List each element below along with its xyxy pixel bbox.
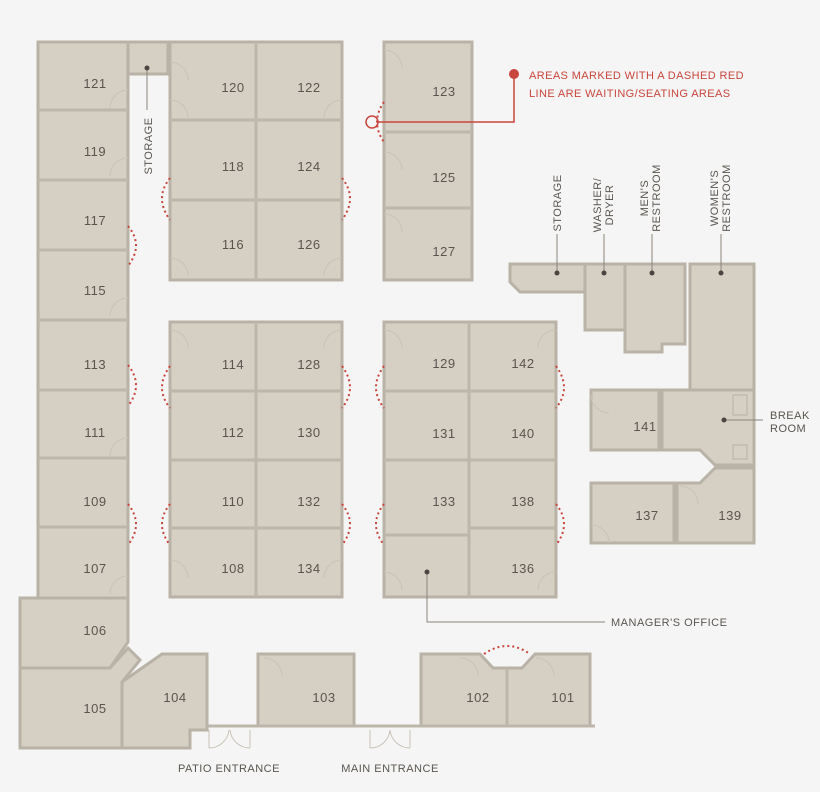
room-122-label: 122 [297,80,320,95]
room-114-label: 114 [222,357,244,372]
storage-room [508,262,587,294]
room-140-label: 140 [511,426,534,441]
room-116-label: 116 [222,237,244,252]
room-112-label: 112 [222,425,244,440]
room-123-label: 123 [432,84,455,99]
upper-right-block [382,40,474,282]
room-104-label: 104 [163,690,186,705]
room-121-label: 121 [83,76,106,91]
mens-restroom-label-2: RESTROOM [651,164,663,232]
bottom-row [207,652,595,728]
room-131-label: 131 [432,426,455,441]
room-109-label: 109 [83,494,106,509]
callout-leaders [144,65,763,623]
room-132-label: 132 [297,494,320,509]
room-134-label: 134 [297,561,320,576]
room-106-label: 106 [83,623,106,638]
legend-line-2: LINE ARE WAITING/SEATING AREAS [529,88,731,100]
middle-right-block [382,320,558,599]
room-labels: 121 119 117 115 113 111 109 107 106 105 104 103 102 1… [83,76,741,716]
room-142-label: 142 [511,356,534,371]
patio-entrance-label: PATIO ENTRANCE [178,763,280,775]
storage-left-label: STORAGE [143,117,155,174]
room-137-label: 137 [635,508,658,523]
womens-restroom-label-1: WOMEN'S [709,170,721,226]
room-117-label: 117 [84,213,106,228]
room-139-label: 139 [718,508,741,523]
womens-restroom [688,262,756,396]
room-126-label: 126 [297,237,320,252]
room-136-label: 136 [511,561,534,576]
east-wing [508,262,756,545]
room-119-label: 119 [84,144,106,159]
managers-office-label: MANAGER'S OFFICE [611,617,727,629]
room-130-label: 130 [297,425,320,440]
room-118-label: 118 [222,159,244,174]
washer-dryer-label-1: WASHER/ [592,177,604,232]
entrance-doors [208,729,411,749]
mens-restroom-label-1: MEN'S [639,180,651,216]
room-115-label: 115 [84,283,106,298]
room-133-label: 133 [432,494,455,509]
room-127-label: 127 [432,244,455,259]
room-124-label: 124 [297,159,320,174]
middle-center-block [168,320,344,599]
room-105-shape [18,645,143,750]
room-111-label: 111 [84,425,105,440]
waiting-areas [127,101,565,655]
room-105-label: 105 [83,701,106,716]
room-103-label: 103 [312,690,335,705]
break-room-label-2: ROOM [770,423,806,435]
break-room-label-1: BREAK [770,410,810,422]
room-129-label: 129 [432,356,455,371]
break-room [660,388,756,467]
washer-dryer-label-2: DRYER [604,185,616,226]
room-108-label: 108 [221,561,244,576]
legend-line-1: AREAS MARKED WITH A DASHED RED [529,70,744,82]
womens-restroom-label-2: RESTROOM [721,164,733,232]
main-entrance-label: MAIN ENTRANCE [341,763,439,775]
room-113-label: 113 [84,357,106,372]
room-120-label: 120 [221,80,244,95]
room-141-label: 141 [633,419,656,434]
legend-callout: AREAS MARKED WITH A DASHED RED LINE ARE … [365,69,744,129]
door-swings [109,49,699,677]
mens-restroom [623,262,687,354]
room-125-label: 125 [432,170,455,185]
room-138-label: 138 [511,494,534,509]
room-106-shape [18,596,130,670]
text-callouts: STORAGE STORAGE WASHER/ DRYER MEN'S REST… [143,117,810,775]
room-139-shape [675,466,756,545]
left-wing [18,40,209,750]
storage-right-label: STORAGE [552,174,564,231]
room-137-shape [589,481,676,545]
room-101-label: 101 [551,690,574,705]
room-102-label: 102 [466,690,489,705]
room-141-shape [589,388,661,452]
room-110-label: 110 [222,494,244,509]
room-128-label: 128 [297,357,320,372]
room-104-shape [120,652,209,750]
room-107-label: 107 [83,561,106,576]
legend-dot-icon [509,69,519,79]
upper-center-block [168,40,344,282]
